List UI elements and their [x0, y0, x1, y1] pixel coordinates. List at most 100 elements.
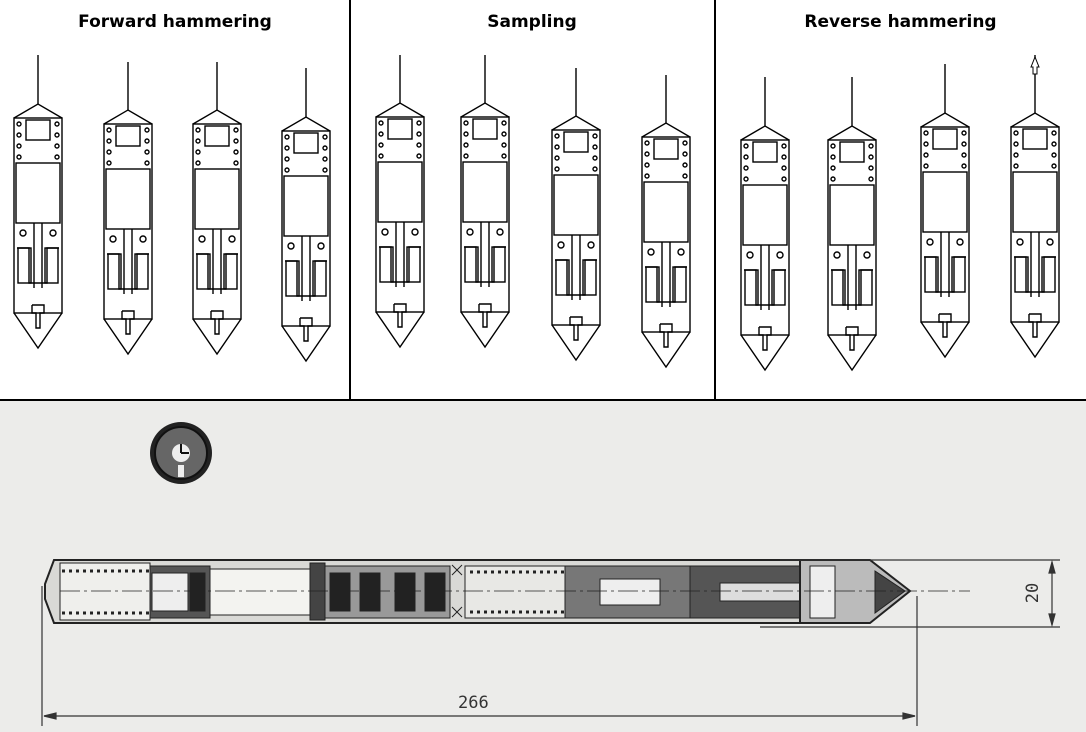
- hole: [743, 176, 749, 182]
- mass-block: [553, 174, 599, 236]
- piston: [1014, 256, 1056, 293]
- hole: [16, 121, 22, 127]
- hole: [54, 132, 60, 138]
- hole: [233, 138, 239, 144]
- panel-forward-hammering: Forward hammering: [0, 0, 350, 400]
- hole: [868, 165, 874, 171]
- hole: [644, 151, 650, 157]
- hole: [592, 144, 598, 150]
- tip-cone: [920, 321, 970, 359]
- tip-cone: [460, 311, 510, 349]
- panel-reverse-hammering: Reverse hammering: [715, 0, 1086, 400]
- hole: [682, 151, 688, 157]
- tip-stem: [845, 326, 859, 351]
- hole: [416, 153, 422, 159]
- top-chamber: [387, 118, 413, 140]
- hole: [1051, 141, 1057, 147]
- hole: [284, 134, 290, 140]
- probe-stage: [281, 68, 331, 363]
- probe-stage: [13, 55, 63, 350]
- tip-cone: [192, 318, 242, 356]
- hole: [233, 149, 239, 155]
- hole: [195, 138, 201, 144]
- up-arrow-icon: [1030, 55, 1040, 75]
- hole: [378, 131, 384, 137]
- tip-cone: [13, 312, 63, 350]
- top-chamber: [653, 138, 679, 160]
- piston: [107, 253, 149, 290]
- probe-body: [103, 123, 153, 320]
- hole: [743, 154, 749, 160]
- top-chamber: [1022, 128, 1048, 150]
- hole: [868, 176, 874, 182]
- piston: [17, 247, 59, 284]
- probe-stage: [827, 77, 877, 372]
- hole: [682, 173, 688, 179]
- tip-stem: [758, 326, 772, 351]
- top-chamber: [25, 119, 51, 141]
- hole: [781, 154, 787, 160]
- hole: [961, 163, 967, 169]
- top-cap: [103, 109, 153, 125]
- hole: [54, 121, 60, 127]
- tip-stem: [210, 310, 224, 335]
- hole: [54, 154, 60, 160]
- hole: [781, 176, 787, 182]
- piston: [464, 246, 506, 283]
- hole: [501, 153, 507, 159]
- mass-block: [1012, 171, 1058, 233]
- hole: [54, 143, 60, 149]
- probe-body: [1010, 126, 1060, 323]
- tip-cone: [641, 331, 691, 369]
- hole: [144, 160, 150, 166]
- probe-stage: [192, 62, 242, 356]
- tip-cone: [375, 311, 425, 349]
- hole: [195, 160, 201, 166]
- probe-stage: [460, 55, 510, 349]
- piston: [196, 253, 238, 290]
- hole: [644, 162, 650, 168]
- hole: [923, 152, 929, 158]
- hole: [501, 120, 507, 126]
- hole: [644, 140, 650, 146]
- section-divider: [0, 399, 1086, 401]
- hole: [682, 162, 688, 168]
- hole: [416, 142, 422, 148]
- hole: [144, 127, 150, 133]
- top-chamber: [752, 141, 778, 163]
- hole: [1013, 141, 1019, 147]
- top-cap: [920, 112, 970, 128]
- hole: [923, 130, 929, 136]
- hole: [923, 141, 929, 147]
- hole: [463, 120, 469, 126]
- hole: [106, 138, 112, 144]
- hole: [322, 145, 328, 151]
- probe-stage: [103, 62, 153, 356]
- panel-title: Reverse hammering: [804, 12, 997, 32]
- tip-stem: [121, 310, 135, 335]
- hole: [195, 149, 201, 155]
- length-dimension-label: 266: [458, 693, 489, 713]
- hole: [961, 152, 967, 158]
- top-chamber: [115, 125, 141, 147]
- mass-block: [742, 184, 788, 246]
- hole: [1051, 152, 1057, 158]
- top-cap: [1010, 112, 1060, 128]
- hole: [378, 153, 384, 159]
- top-cap: [827, 125, 877, 141]
- probe-body: [827, 139, 877, 336]
- hole: [463, 153, 469, 159]
- probe-stage: [740, 77, 790, 372]
- top-chamber: [932, 128, 958, 150]
- tip-stem: [659, 323, 673, 348]
- probe-body: [281, 130, 331, 327]
- tip-cone: [281, 325, 331, 363]
- hole: [923, 163, 929, 169]
- top-cap: [641, 122, 691, 138]
- hole: [378, 142, 384, 148]
- probe-stage: [1010, 55, 1060, 359]
- top-chamber: [204, 125, 230, 147]
- hole: [106, 127, 112, 133]
- hole: [501, 142, 507, 148]
- panel-title: Sampling: [487, 12, 577, 32]
